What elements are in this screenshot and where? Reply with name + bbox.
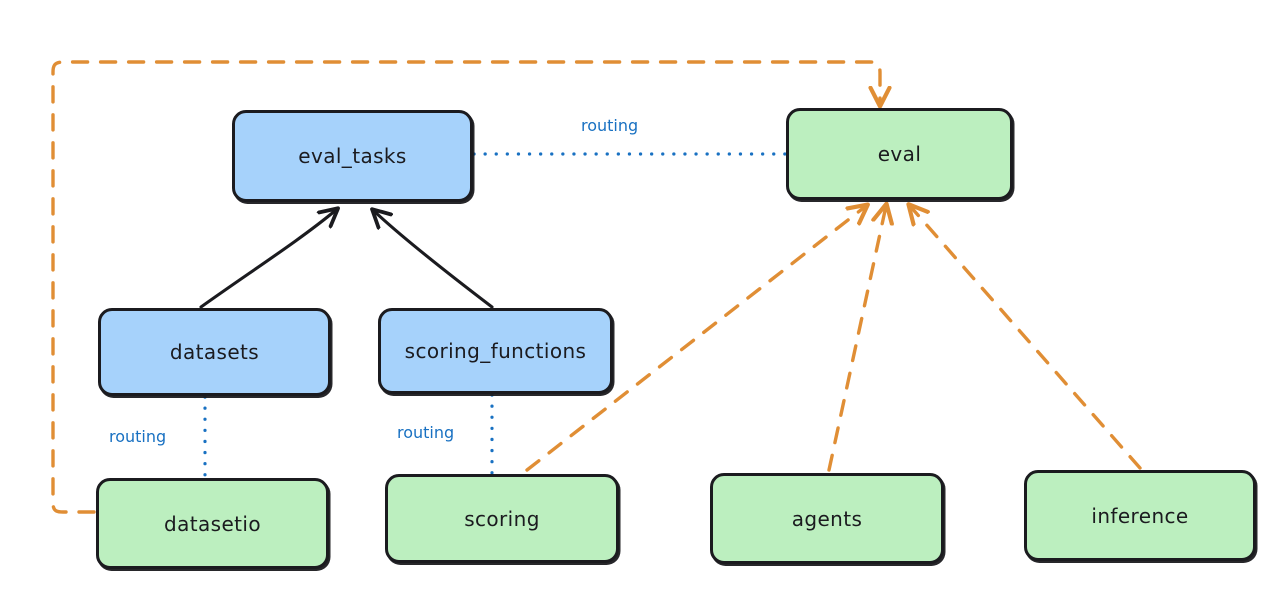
edge-label-routing-datasets-datasetio: routing — [106, 427, 170, 446]
node-scoring[interactable]: scoring — [385, 474, 619, 563]
node-scoring-functions[interactable]: scoring_functions — [378, 308, 613, 394]
edge-agents-to-eval — [827, 206, 886, 472]
node-agents[interactable]: agents — [710, 473, 944, 564]
node-datasets[interactable]: datasets — [98, 308, 331, 396]
edge-label-routing-eval-tasks-eval: routing — [578, 116, 642, 135]
node-label: eval — [877, 142, 922, 166]
edge-label-routing-scoring-functions-scoring: routing — [394, 423, 458, 442]
node-label: scoring_functions — [404, 339, 587, 363]
edge-inference-to-eval — [910, 206, 1142, 470]
node-label: agents — [791, 506, 863, 531]
node-datasetio[interactable]: datasetio — [96, 478, 329, 569]
node-label: datasetio — [163, 511, 261, 536]
node-label: eval_tasks — [298, 144, 407, 168]
node-label: datasets — [169, 340, 260, 364]
node-label: inference — [1091, 503, 1189, 528]
node-eval-tasks[interactable]: eval_tasks — [232, 110, 473, 202]
node-label: scoring — [464, 506, 540, 531]
edge-datasets-to-eval-tasks — [199, 210, 336, 309]
node-inference[interactable]: inference — [1024, 470, 1256, 561]
edge-scoring-functions-to-eval-tasks — [374, 211, 494, 309]
node-eval[interactable]: eval — [786, 108, 1013, 200]
